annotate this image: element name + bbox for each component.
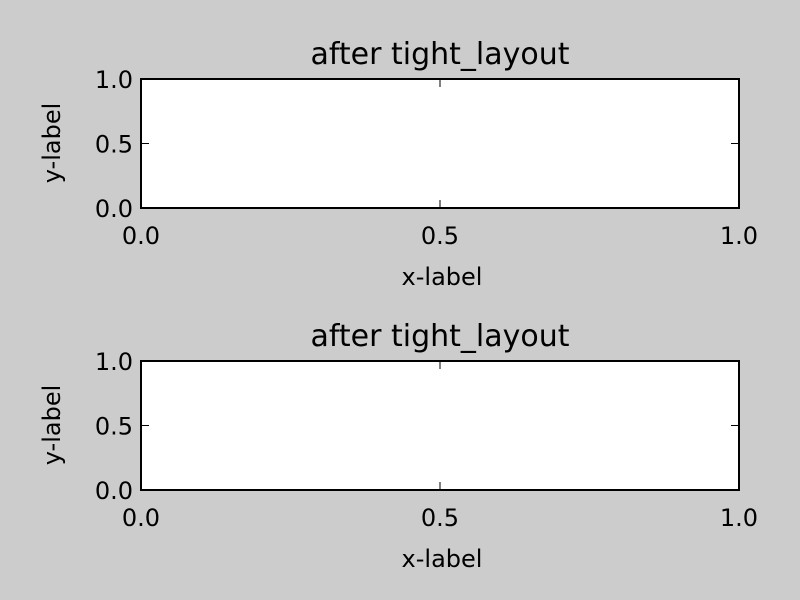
- subplot-2-y-tick-label: 0.0: [95, 477, 133, 505]
- subplot-2-axes-frame: [140, 360, 740, 491]
- subplot-2-axes-area: [141, 361, 739, 490]
- subplot-1-y-axis-label: y-label: [38, 103, 66, 183]
- subplot-1-x-tick-label: 1.0: [720, 222, 758, 250]
- subplot-2-x-tick-label: 1.0: [720, 504, 758, 532]
- subplot-1-y-tick-label: 1.0: [95, 66, 133, 94]
- subplot-1-tick-labels: 0.0 0.5 1.0 0.0 0.5 1.0: [95, 66, 758, 250]
- subplot-2-y-tick-label: 1.0: [95, 348, 133, 376]
- subplot-1-x-axis-label: x-label: [402, 263, 483, 291]
- subplot-1-x-tick-label: 0.5: [421, 222, 459, 250]
- subplot-1-x-tick-label: 0.0: [122, 222, 160, 250]
- subplot-2-x-tick-label: 0.0: [122, 504, 160, 532]
- subplot-1-axes-area: [141, 79, 739, 208]
- subplot-2-x-axis-label: x-label: [402, 545, 483, 573]
- subplot-2-title: after tight_layout: [310, 319, 569, 354]
- subplot-2-y-axis-label: y-label: [38, 385, 66, 465]
- subplot-1-title: after tight_layout: [310, 37, 569, 72]
- subplot-2-x-tick-label: 0.5: [421, 504, 459, 532]
- subplot-2-y-tick-label: 0.5: [95, 413, 133, 441]
- subplot-1-y-tick-label: 0.5: [95, 131, 133, 159]
- subplot-2-tick-labels: 0.0 0.5 1.0 0.0 0.5 1.0: [95, 348, 758, 532]
- subplot-1-axes-frame: [140, 78, 740, 209]
- subplot-1-y-tick-label: 0.0: [95, 195, 133, 223]
